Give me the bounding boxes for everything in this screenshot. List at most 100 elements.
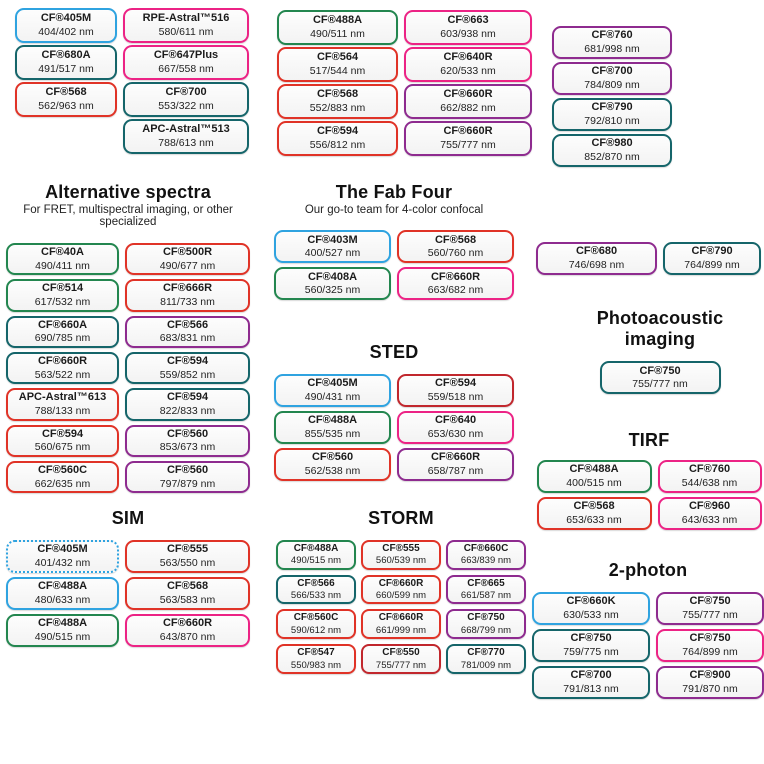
dye-wavelengths: 560/760 nm [427,247,484,260]
dye-name: CF®980 [591,137,633,150]
dye-wavelengths: 480/633 nm [34,593,91,606]
dye-name: CF®40A [41,245,84,258]
dye-wavelengths: 661/999 nm [375,624,427,636]
dye-name: CF®594 [166,355,209,367]
dye-wavelengths: 791/813 nm [563,682,619,695]
dye-wavelengths: 490/677 nm [159,259,216,272]
dye-wavelengths: 559/518 nm [427,390,484,403]
dye-wavelengths: 755/777 nm [440,139,496,152]
section-title: STORM [368,508,434,528]
dye-name: CF®568 [316,88,359,101]
dye-wavelengths: 490/411 nm [35,259,90,272]
dye-wavelengths: 550/983 nm [290,659,342,671]
dye-wavelengths: 643/633 nm [681,513,738,526]
dye-wavelengths: 490/515 nm [290,555,342,567]
dye-name: CF®700 [570,669,612,682]
dye-wavelengths: 855/535 nm [304,427,361,440]
dye-name: CF®405M [40,12,92,25]
dye-name: CF®660K [566,595,616,608]
dye-wavelengths: 404/402 nm [38,26,94,39]
dye-name: CF®660R [430,270,481,283]
dye-wavelengths: 590/612 nm [290,624,342,636]
dye-name: CF®700 [591,65,633,78]
section-title: STED [369,342,419,362]
dye-wavelengths: 663/682 nm [427,284,484,297]
dye-name: CF®760 [591,29,633,42]
dye-wavelengths: 559/852 nm [159,368,216,381]
dye-name: CF®660R [443,88,493,101]
dye-wavelengths: 491/517 nm [38,63,94,76]
dye-name: CF®647Plus [153,49,219,62]
dye-name: CF®594 [434,377,477,390]
section-title: The Fab Four [335,182,453,202]
dye-name: CF®568 [434,233,477,246]
dye-name: CF®488A [312,14,363,27]
dye-wavelengths: 791/870 nm [682,682,738,695]
dye-wavelengths: 781/009 nm [460,659,512,671]
dye-wavelengths: 563/550 nm [159,556,216,569]
dye-wavelengths: 683/831 nm [159,332,216,345]
dye-name: CF®566 [297,577,335,589]
dye-wavelengths: 553/322 nm [158,100,214,113]
dye-name: CF®564 [316,51,359,64]
dye-name: CF®560 [311,451,354,464]
dye-wavelengths: 764/899 nm [682,645,738,658]
dye-name: CF®750 [570,632,612,645]
dye-wavelengths: 560/539 nm [375,555,427,567]
dye-wavelengths: 822/833 nm [159,405,216,418]
dye-wavelengths: 853/673 nm [159,441,216,454]
dye-name: CF®790 [691,245,733,258]
dye-name: CF®594 [166,391,209,404]
dye-wavelengths: 617/532 nm [34,296,91,309]
dye-name: CF®790 [591,101,633,114]
dye-name: CF®660R [443,125,493,138]
dye-wavelengths: 661/587 nm [460,590,512,602]
dye-wavelengths: 566/533 nm [290,590,342,602]
dye-wavelengths: 852/870 nm [584,151,640,164]
dye-name: CF®665 [467,577,505,589]
